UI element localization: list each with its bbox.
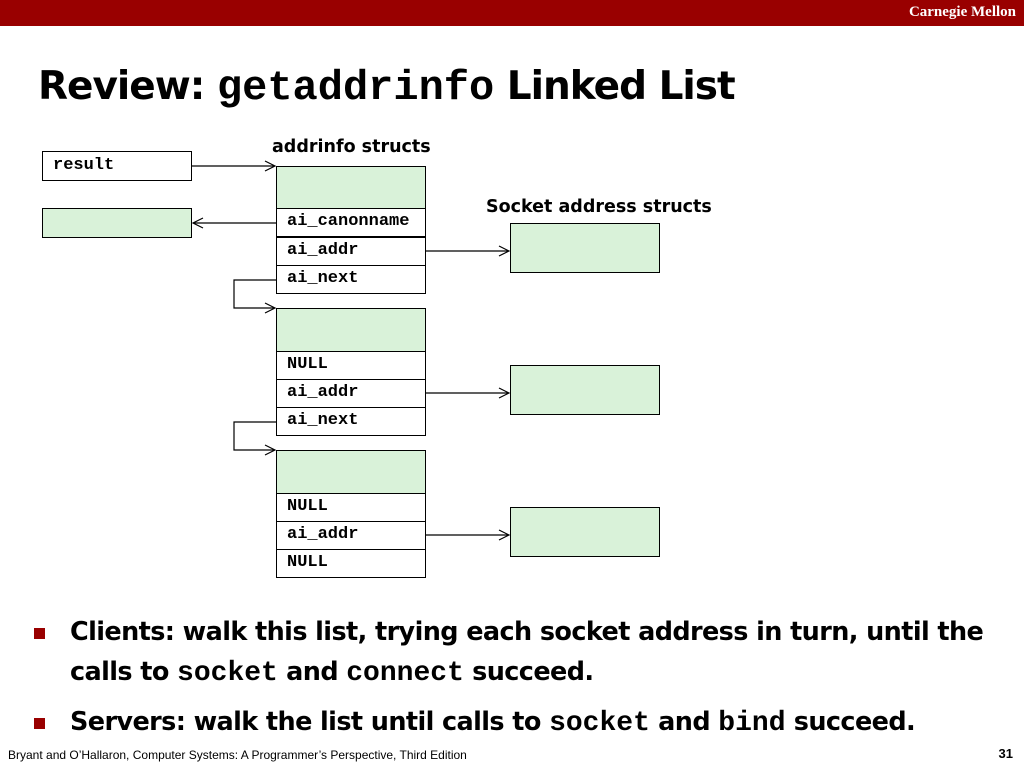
bullet-marker xyxy=(34,718,45,729)
struct-3-field-next: NULL xyxy=(276,549,426,578)
arrow-next-2 xyxy=(233,421,276,451)
addrinfo-struct-3-header xyxy=(276,450,426,494)
title-code: getaddrinfo xyxy=(216,64,495,112)
servers-code-bind: bind xyxy=(718,708,786,739)
struct-1-field-addr: ai_addr xyxy=(276,237,426,266)
clients-text-3: succeed. xyxy=(463,657,594,687)
socket-address-struct-1 xyxy=(510,223,660,273)
clients-code-socket: socket xyxy=(177,658,278,689)
title-suffix: Linked List xyxy=(494,64,736,109)
bullet-servers: Servers: walk the list until calls to so… xyxy=(30,702,1010,744)
arrowhead-canonname xyxy=(191,217,204,229)
addrinfo-struct-1-header xyxy=(276,166,426,209)
struct-3-field-addr: ai_addr xyxy=(276,521,426,550)
footer-citation: Bryant and O’Hallaron, Computer Systems:… xyxy=(8,748,467,762)
struct-1-field-canonname: ai_canonname xyxy=(276,208,426,237)
servers-text-1: Servers: walk the list until calls to xyxy=(70,707,550,737)
socket-address-struct-3 xyxy=(510,507,660,557)
canonname-string xyxy=(42,208,192,238)
header-bar: Carnegie Mellon xyxy=(0,0,1024,26)
title-prefix: Review: xyxy=(38,64,217,109)
clients-code-connect: connect xyxy=(346,658,464,689)
addrinfo-structs-label: addrinfo structs xyxy=(272,137,431,157)
struct-3-field-canonname: NULL xyxy=(276,493,426,522)
servers-code-socket: socket xyxy=(549,708,650,739)
arrowhead-result xyxy=(264,160,277,172)
bullet-clients: Clients: walk this list, trying each soc… xyxy=(30,612,1010,694)
bullet-list: Clients: walk this list, trying each soc… xyxy=(30,612,1010,744)
arrowhead-addr-2 xyxy=(498,387,511,399)
socket-address-struct-2 xyxy=(510,365,660,415)
result-variable: result xyxy=(42,151,192,181)
arrowhead-addr-1 xyxy=(498,245,511,257)
institution-name: Carnegie Mellon xyxy=(908,4,1016,20)
arrow-next-1 xyxy=(233,279,276,309)
struct-1-field-next: ai_next xyxy=(276,265,426,294)
clients-text-2: and xyxy=(277,657,347,687)
servers-text-3: succeed. xyxy=(785,707,916,737)
struct-2-field-next: ai_next xyxy=(276,407,426,436)
arrowhead-addr-3 xyxy=(498,529,511,541)
page-number: 31 xyxy=(998,746,1013,761)
socket-address-structs-label: Socket address structs xyxy=(486,197,712,217)
bullet-marker xyxy=(34,628,45,639)
struct-2-field-canonname: NULL xyxy=(276,351,426,380)
arrowhead-next-1 xyxy=(264,302,277,314)
clients-text-1: Clients: walk this list, trying each soc… xyxy=(70,617,984,687)
arrowhead-next-2 xyxy=(264,444,277,456)
slide-title: Review: getaddrinfo Linked List xyxy=(38,64,736,112)
servers-text-2: and xyxy=(649,707,719,737)
